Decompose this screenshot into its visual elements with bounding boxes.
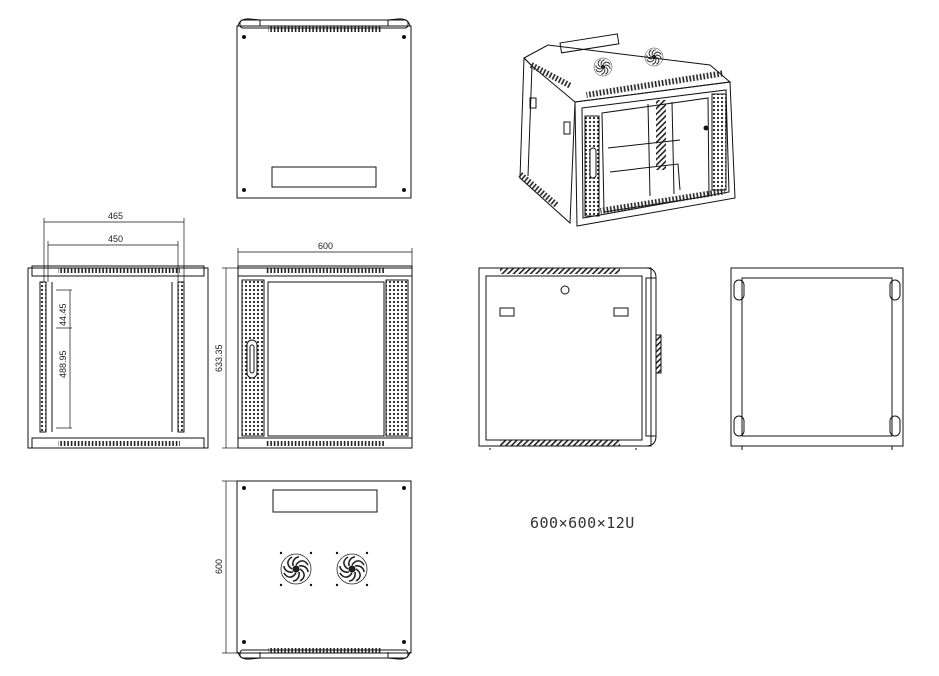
- front-right-perf-panel: [385, 279, 409, 437]
- door-handle: [246, 339, 258, 379]
- dim-u-pitch: 44.45: [58, 303, 68, 326]
- top-view: [236, 18, 412, 199]
- dim-side-outer-width: 465: [108, 211, 123, 221]
- rear-view: [478, 267, 662, 450]
- side-view: [27, 218, 209, 449]
- isometric-view: [518, 33, 736, 227]
- fan-right: [336, 553, 368, 585]
- bottom-cable-slot: [272, 489, 378, 513]
- iso-right-perf-panel: [711, 93, 727, 191]
- model-label: 600×600×12U: [530, 514, 635, 532]
- back-view: [730, 267, 904, 450]
- bottom-view: [222, 480, 412, 660]
- dim-front-height: 633.35: [214, 344, 224, 372]
- top-vent-strip: [268, 26, 381, 32]
- dim-rack-height: 488.95: [58, 350, 68, 378]
- dim-bottom-depth: 600: [214, 559, 224, 574]
- top-cable-slot: [271, 166, 377, 188]
- dim-side-inner-width: 450: [108, 234, 123, 244]
- fan-left: [280, 553, 312, 585]
- front-view: [222, 248, 413, 449]
- dim-front-width: 600: [318, 241, 333, 251]
